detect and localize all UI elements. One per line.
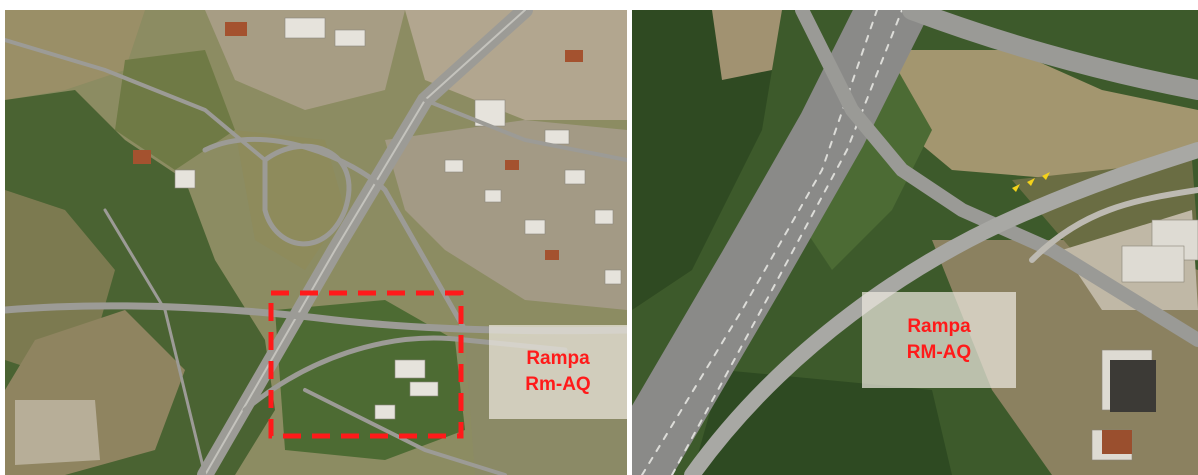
aerial-map-left: Rampa Rm-AQ — [5, 10, 627, 475]
callout-line-1: Rampa — [907, 316, 971, 337]
highlight-dashed-box — [268, 290, 464, 439]
callout-line-1: Rampa — [526, 348, 590, 369]
rampa-callout-left: Rampa Rm-AQ — [489, 325, 627, 419]
aerial-map-right: Rampa RM-AQ — [632, 10, 1198, 475]
rampa-callout-right: Rampa RM-AQ — [862, 292, 1016, 388]
aerial-image-right — [632, 10, 1198, 475]
callout-line-2: Rm-AQ — [525, 374, 591, 395]
aerial-image-left — [5, 10, 627, 475]
callout-line-2: RM-AQ — [906, 342, 972, 363]
